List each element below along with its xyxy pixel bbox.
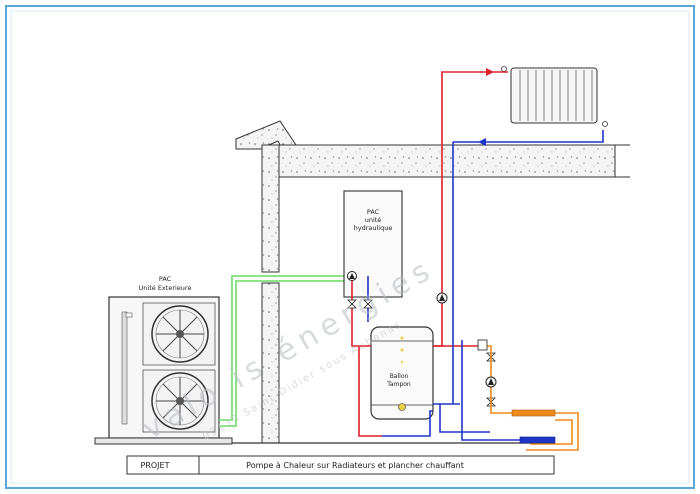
footer-title-block: PROJET Pompe à Chaleur sur Radiateurs et… (126, 455, 555, 475)
fan-top (142, 302, 216, 366)
roof-gable (235, 120, 297, 150)
floor-return-manifold (519, 436, 556, 444)
return-flow-arrow (478, 138, 486, 146)
outdoor-unit-subtitle: Unité Exterieure (139, 284, 192, 292)
buffer-tank: Ballon Tampon (370, 326, 434, 420)
buffer-tank-line2: Tampon (386, 381, 411, 388)
indoor-unit-line3: hydraulique (354, 224, 393, 232)
floor-pump-icon (485, 376, 497, 388)
mixing-valve (477, 339, 488, 351)
building-structure (235, 120, 630, 444)
indoor-unit-title: PAC (367, 208, 380, 216)
footer-label: PROJET (141, 461, 170, 470)
fan-bottom (142, 369, 216, 433)
floor-slab (278, 144, 616, 178)
isolation-valves (347, 299, 496, 407)
refrigerant-lines (219, 275, 350, 427)
indoor-unit-line2: unité (365, 216, 382, 224)
inner-frame (10, 10, 690, 484)
floor-heating-pipes (483, 345, 579, 451)
radiator-pump-icon (436, 292, 448, 304)
footer-description: Pompe à Chaleur sur Radiateurs et planch… (246, 461, 464, 470)
upper-wall (261, 144, 280, 273)
radiator (501, 66, 608, 127)
outdoor-unit: PAC Unité Exterieure (94, 275, 233, 445)
supply-pipes (351, 71, 508, 437)
outdoor-unit-title: PAC (159, 275, 172, 283)
outer-frame (5, 5, 695, 489)
supply-flow-arrow (486, 68, 494, 76)
radiator-valve-icon (501, 66, 507, 72)
floor-supply-manifold (511, 409, 556, 417)
return-pipes (367, 130, 604, 441)
buffer-tank-line1: Ballon (390, 373, 409, 380)
indoor-unit: PAC unité hydraulique (343, 190, 403, 298)
